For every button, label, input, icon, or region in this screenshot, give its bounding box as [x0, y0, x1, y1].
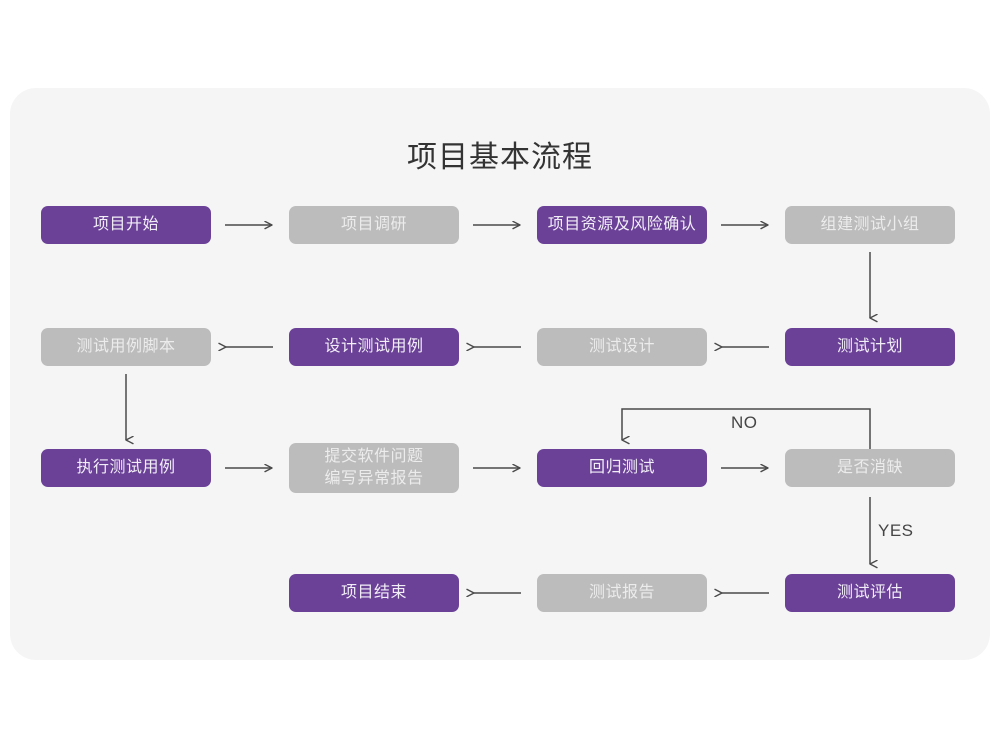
node-submit-defect-report[interactable]: 提交软件问题 编写异常报告	[289, 443, 459, 493]
node-design-test-case[interactable]: 设计测试用例	[289, 328, 459, 366]
node-test-evaluation[interactable]: 测试评估	[785, 574, 955, 612]
edge-label-yes: YES	[878, 521, 914, 540]
node-test-plan[interactable]: 测试计划	[785, 328, 955, 366]
page-title: 项目基本流程	[407, 141, 593, 174]
edge-label-no: NO	[731, 413, 758, 432]
node-project-research[interactable]: 项目调研	[289, 206, 459, 244]
node-test-case-script[interactable]: 测试用例脚本	[41, 328, 211, 366]
node-execute-test-case[interactable]: 执行测试用例	[41, 449, 211, 487]
node-defect-resolved[interactable]: 是否消缺	[785, 449, 955, 487]
node-project-start[interactable]: 项目开始	[41, 206, 211, 244]
node-build-test-team[interactable]: 组建测试小组	[785, 206, 955, 244]
flowchart-card	[10, 88, 990, 660]
node-test-design[interactable]: 测试设计	[537, 328, 707, 366]
node-project-end[interactable]: 项目结束	[289, 574, 459, 612]
node-regression-test[interactable]: 回归测试	[537, 449, 707, 487]
node-resource-risk-confirm[interactable]: 项目资源及风险确认	[537, 206, 707, 244]
node-test-report[interactable]: 测试报告	[537, 574, 707, 612]
